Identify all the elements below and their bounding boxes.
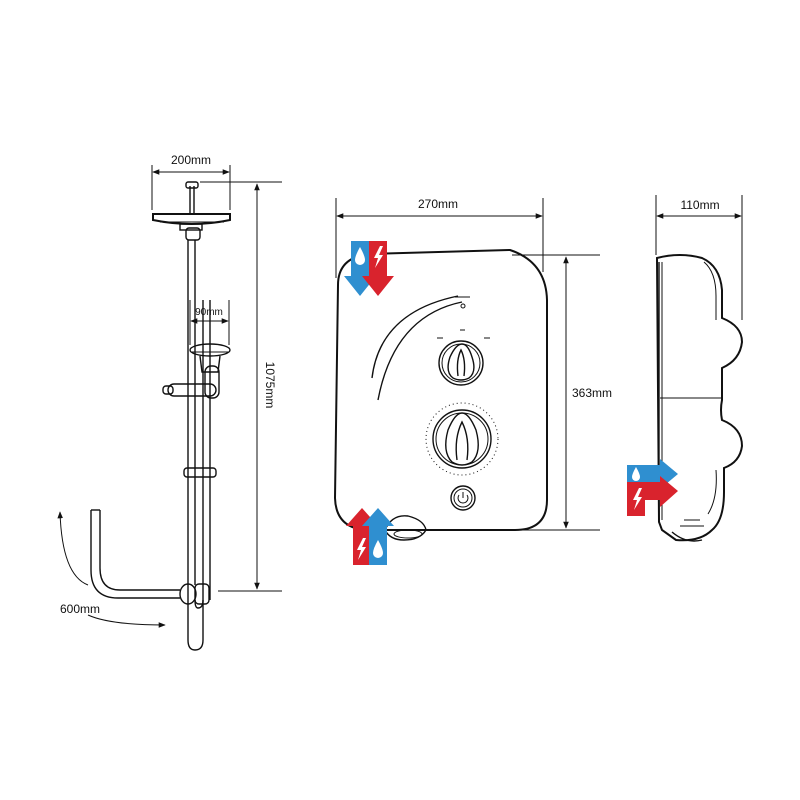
hose-connector <box>90 509 210 605</box>
overhead-shower-head <box>152 181 231 241</box>
riser-height-label: 1075mm <box>263 362 277 409</box>
water-power-entry-bottom-icon <box>346 508 394 565</box>
wall-bracket <box>183 467 217 478</box>
unit-height-label: 363mm <box>572 386 612 400</box>
temperature-knob[interactable] <box>425 402 499 476</box>
dim-hose-length: 600mm <box>57 511 166 628</box>
hose-length-label: 600mm <box>60 602 100 616</box>
water-power-entry-rear-icon <box>627 459 678 516</box>
slider-bracket <box>162 365 220 399</box>
dim-head-width: 200mm <box>151 153 231 210</box>
head-width-label: 200mm <box>171 153 211 167</box>
dim-handset-width: 90mm <box>189 300 230 345</box>
dim-unit-depth: 110mm <box>655 195 743 320</box>
unit-depth-label: 110mm <box>680 198 719 212</box>
unit-front-view <box>333 248 548 541</box>
water-power-entry-top-icon <box>344 241 394 296</box>
handset <box>189 343 231 373</box>
unit-width-label: 270mm <box>418 197 458 211</box>
start-stop-button[interactable] <box>450 485 476 511</box>
riser-pipe <box>187 240 211 651</box>
riser-kit <box>90 181 231 651</box>
outlet-nozzle <box>384 515 427 541</box>
power-indicator-light <box>460 303 466 309</box>
dim-riser-height: 1075mm <box>200 181 282 592</box>
dim-unit-height: 363mm <box>512 254 612 531</box>
handset-width-label: 90mm <box>195 307 223 318</box>
power-selector-knob[interactable] <box>438 340 484 386</box>
dim-unit-width: 270mm <box>335 197 544 278</box>
